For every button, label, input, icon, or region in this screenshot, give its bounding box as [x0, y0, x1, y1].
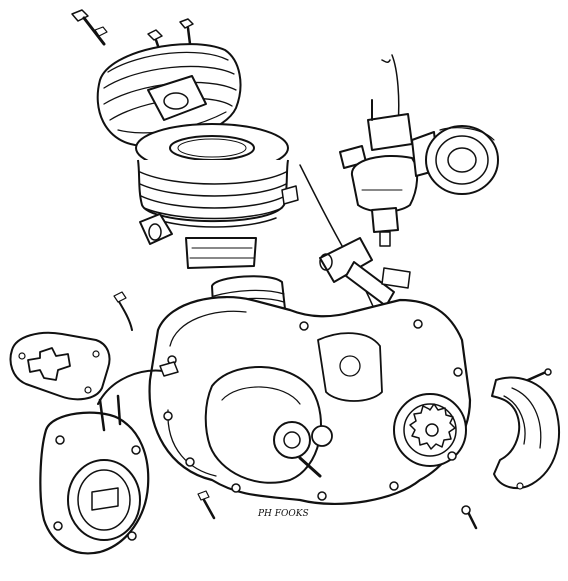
crankcase-bolts [163, 319, 463, 501]
crankcase-gasket [9, 331, 111, 401]
head-bolt-left [71, 9, 108, 46]
inlet-tube [319, 237, 411, 307]
artist-signature: PH FOOKS [257, 509, 309, 519]
cylinder-barrel [135, 123, 299, 269]
clutch-side-cover [491, 376, 560, 490]
ht-lead [97, 291, 179, 405]
sprocket [409, 403, 456, 450]
head-stud-right [179, 18, 194, 46]
loose-screw-left-bottom [197, 490, 216, 520]
flywheel-cover [39, 394, 150, 555]
crankcase [148, 296, 472, 506]
artist-signature-text: PH FOOKS [257, 509, 309, 519]
loose-screw-right [526, 368, 552, 382]
cylinder-head [96, 43, 242, 147]
loose-screw-bottom [461, 505, 478, 530]
air-filter [411, 125, 499, 195]
carburettor [339, 99, 418, 247]
